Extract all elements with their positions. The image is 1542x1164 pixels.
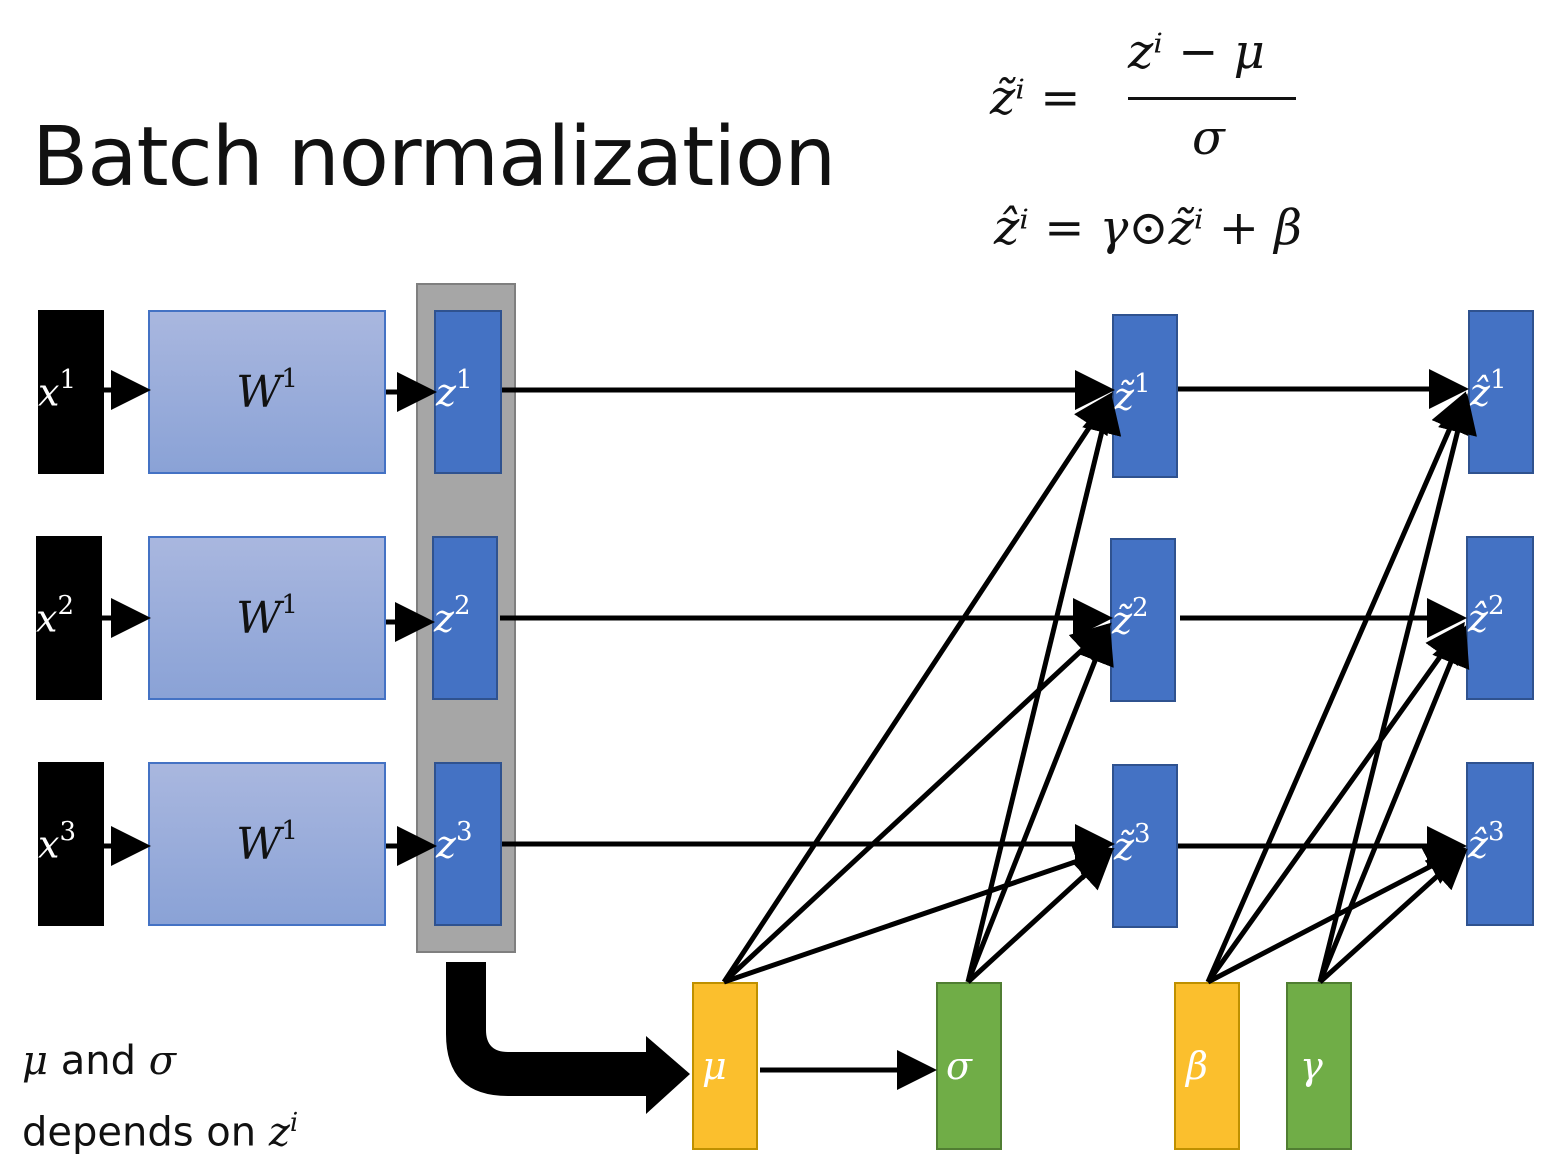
arrow-beta-zhat2 bbox=[1205, 621, 1465, 984]
sigma-node: σ bbox=[936, 982, 1002, 1150]
gamma-node: γ bbox=[1286, 982, 1352, 1150]
weight-w1-row3: W1 bbox=[148, 762, 386, 926]
sigma-label: σ bbox=[946, 1044, 972, 1088]
input-x2: x2 bbox=[36, 536, 102, 700]
z1-label: z1 bbox=[436, 365, 473, 415]
input-x3: x3 bbox=[38, 762, 104, 926]
arrow-sigma-ztilde2 bbox=[965, 623, 1114, 983]
weight-w1-row1: W1 bbox=[148, 310, 386, 474]
ztilde3-label: z̃3 bbox=[1114, 819, 1151, 869]
beta-label: β bbox=[1186, 1044, 1208, 1088]
gamma-label: γ bbox=[1300, 1044, 1323, 1088]
z3-node: z3 bbox=[434, 762, 502, 926]
arrow-mu-ztilde2 bbox=[722, 622, 1112, 984]
z3-label: z3 bbox=[436, 817, 473, 867]
arrow-gamma-zhat1 bbox=[1317, 393, 1477, 983]
weight-w1-row2: W1 bbox=[148, 536, 386, 700]
z2-label: z2 bbox=[434, 591, 471, 641]
arrow-gamma-zhat3 bbox=[1318, 848, 1468, 984]
dependency-note: μ and σ depends on zi bbox=[22, 1030, 298, 1163]
z2-node: z2 bbox=[432, 536, 498, 700]
arrow-sigma-ztilde3 bbox=[966, 848, 1114, 984]
input-x3-label: x3 bbox=[38, 817, 76, 867]
input-x1-label: x1 bbox=[38, 365, 76, 415]
note-line2: depends on zi bbox=[22, 1108, 299, 1156]
zhat3-label: ẑ3 bbox=[1468, 817, 1505, 867]
equation-ztilde-lhs: z̃ⁱ = bbox=[990, 70, 1081, 126]
zhat2-node: ẑ2 bbox=[1466, 536, 1534, 700]
mu-label: μ bbox=[702, 1044, 727, 1088]
batch-to-mu-arrow bbox=[446, 962, 690, 1114]
beta-node: β bbox=[1174, 982, 1240, 1150]
input-x1: x1 bbox=[38, 310, 104, 474]
weight-label: W1 bbox=[236, 363, 298, 418]
weight-label: W1 bbox=[236, 589, 298, 644]
ztilde2-node: z̃2 bbox=[1110, 538, 1176, 702]
arrow-sigma-ztilde1 bbox=[965, 393, 1122, 983]
zhat3-node: ẑ3 bbox=[1466, 762, 1534, 926]
zhat2-label: ẑ2 bbox=[1468, 591, 1505, 641]
arrow-beta-zhat1 bbox=[1205, 391, 1469, 984]
zhat1-node: ẑ1 bbox=[1468, 310, 1534, 474]
arrow-mu-ztilde3 bbox=[723, 842, 1115, 985]
slide-title: Batch normalization bbox=[32, 110, 836, 205]
equation-ztilde-denominator: σ bbox=[1192, 110, 1225, 166]
weight-label: W1 bbox=[236, 815, 298, 870]
fraction-bar bbox=[1128, 97, 1296, 100]
note-line1: μ and σ bbox=[22, 1038, 176, 1084]
ztilde2-label: z̃2 bbox=[1112, 593, 1149, 643]
arrow-gamma-zhat2 bbox=[1317, 625, 1470, 983]
arrow-mu-ztilde1 bbox=[721, 391, 1113, 984]
equation-ztilde-numerator: zⁱ − μ bbox=[1128, 24, 1265, 80]
equation-zhat: ẑⁱ = γ⊙z̃ⁱ + β bbox=[994, 200, 1303, 256]
input-x2-label: x2 bbox=[36, 591, 74, 641]
